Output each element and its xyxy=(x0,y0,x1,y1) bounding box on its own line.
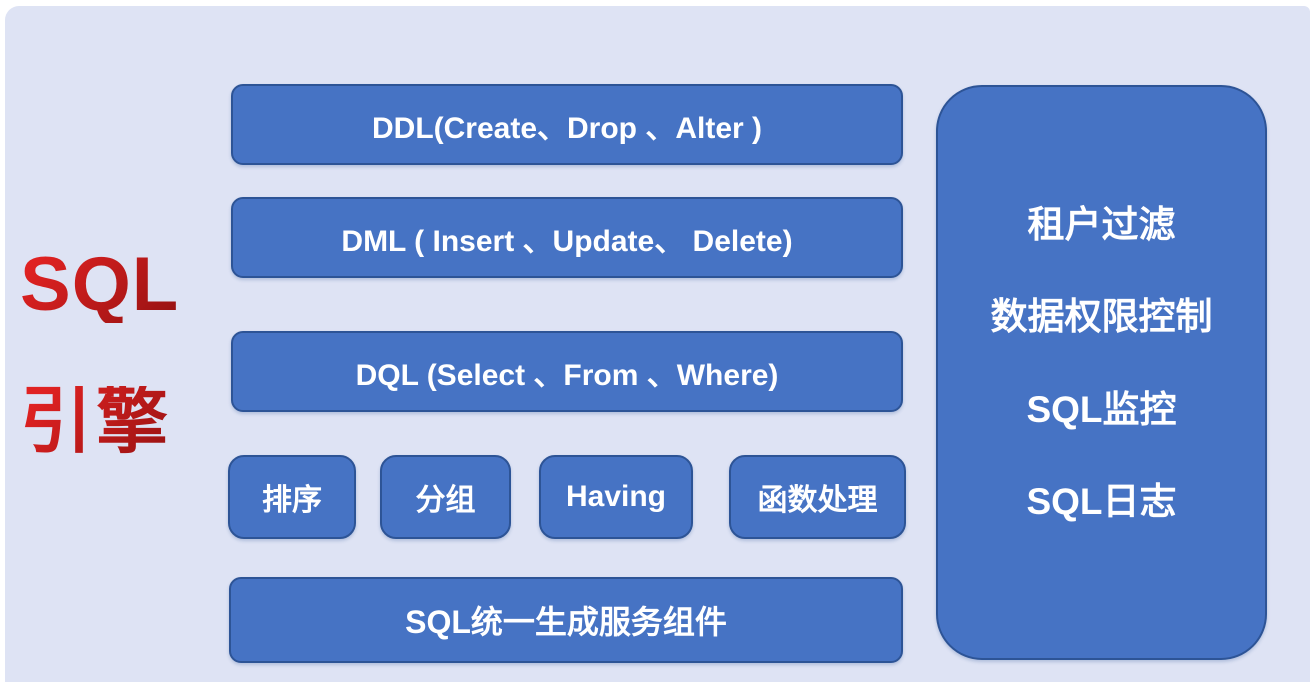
sql-generation-service-box: SQL统一生成服务组件 xyxy=(229,577,903,663)
diagram-title-engine: 引擎 xyxy=(20,386,220,458)
sort-box: 排序 xyxy=(228,455,356,539)
sql-log-label: SQL日志 xyxy=(1026,481,1177,523)
data-permission-control-label: 数据权限控制 xyxy=(990,296,1213,338)
dql-box: DQL (Select 、From 、Where) xyxy=(231,331,903,412)
ddl-box-label: DDL(Create、Drop 、Alter ) xyxy=(371,111,763,145)
group-box: 分组 xyxy=(380,455,511,539)
function-processing-box: 函数处理 xyxy=(729,455,906,539)
group-box-label: 分组 xyxy=(415,484,476,517)
function-processing-box-label: 函数处理 xyxy=(757,484,878,517)
having-box: Having xyxy=(539,455,693,539)
dml-box-label: DML ( Insert 、Update、 Delete) xyxy=(341,224,793,258)
tenant-filter-label: 租户过滤 xyxy=(1027,204,1176,245)
dql-box-label: DQL (Select 、From 、Where) xyxy=(355,358,779,392)
ddl-box: DDL(Create、Drop 、Alter ) xyxy=(231,84,903,165)
sql-generation-service-label: SQL统一生成服务组件 xyxy=(405,604,727,640)
dml-box: DML ( Insert 、Update、 Delete) xyxy=(231,197,903,278)
having-box-label: Having xyxy=(565,480,667,513)
sort-box-label: 排序 xyxy=(262,484,322,517)
diagram-title-sql: SQL xyxy=(20,247,220,323)
sql-monitor-label: SQL监控 xyxy=(1026,388,1177,430)
sql-governance-panel: 租户过滤 数据权限控制 SQL监控 SQL日志 xyxy=(936,85,1267,660)
